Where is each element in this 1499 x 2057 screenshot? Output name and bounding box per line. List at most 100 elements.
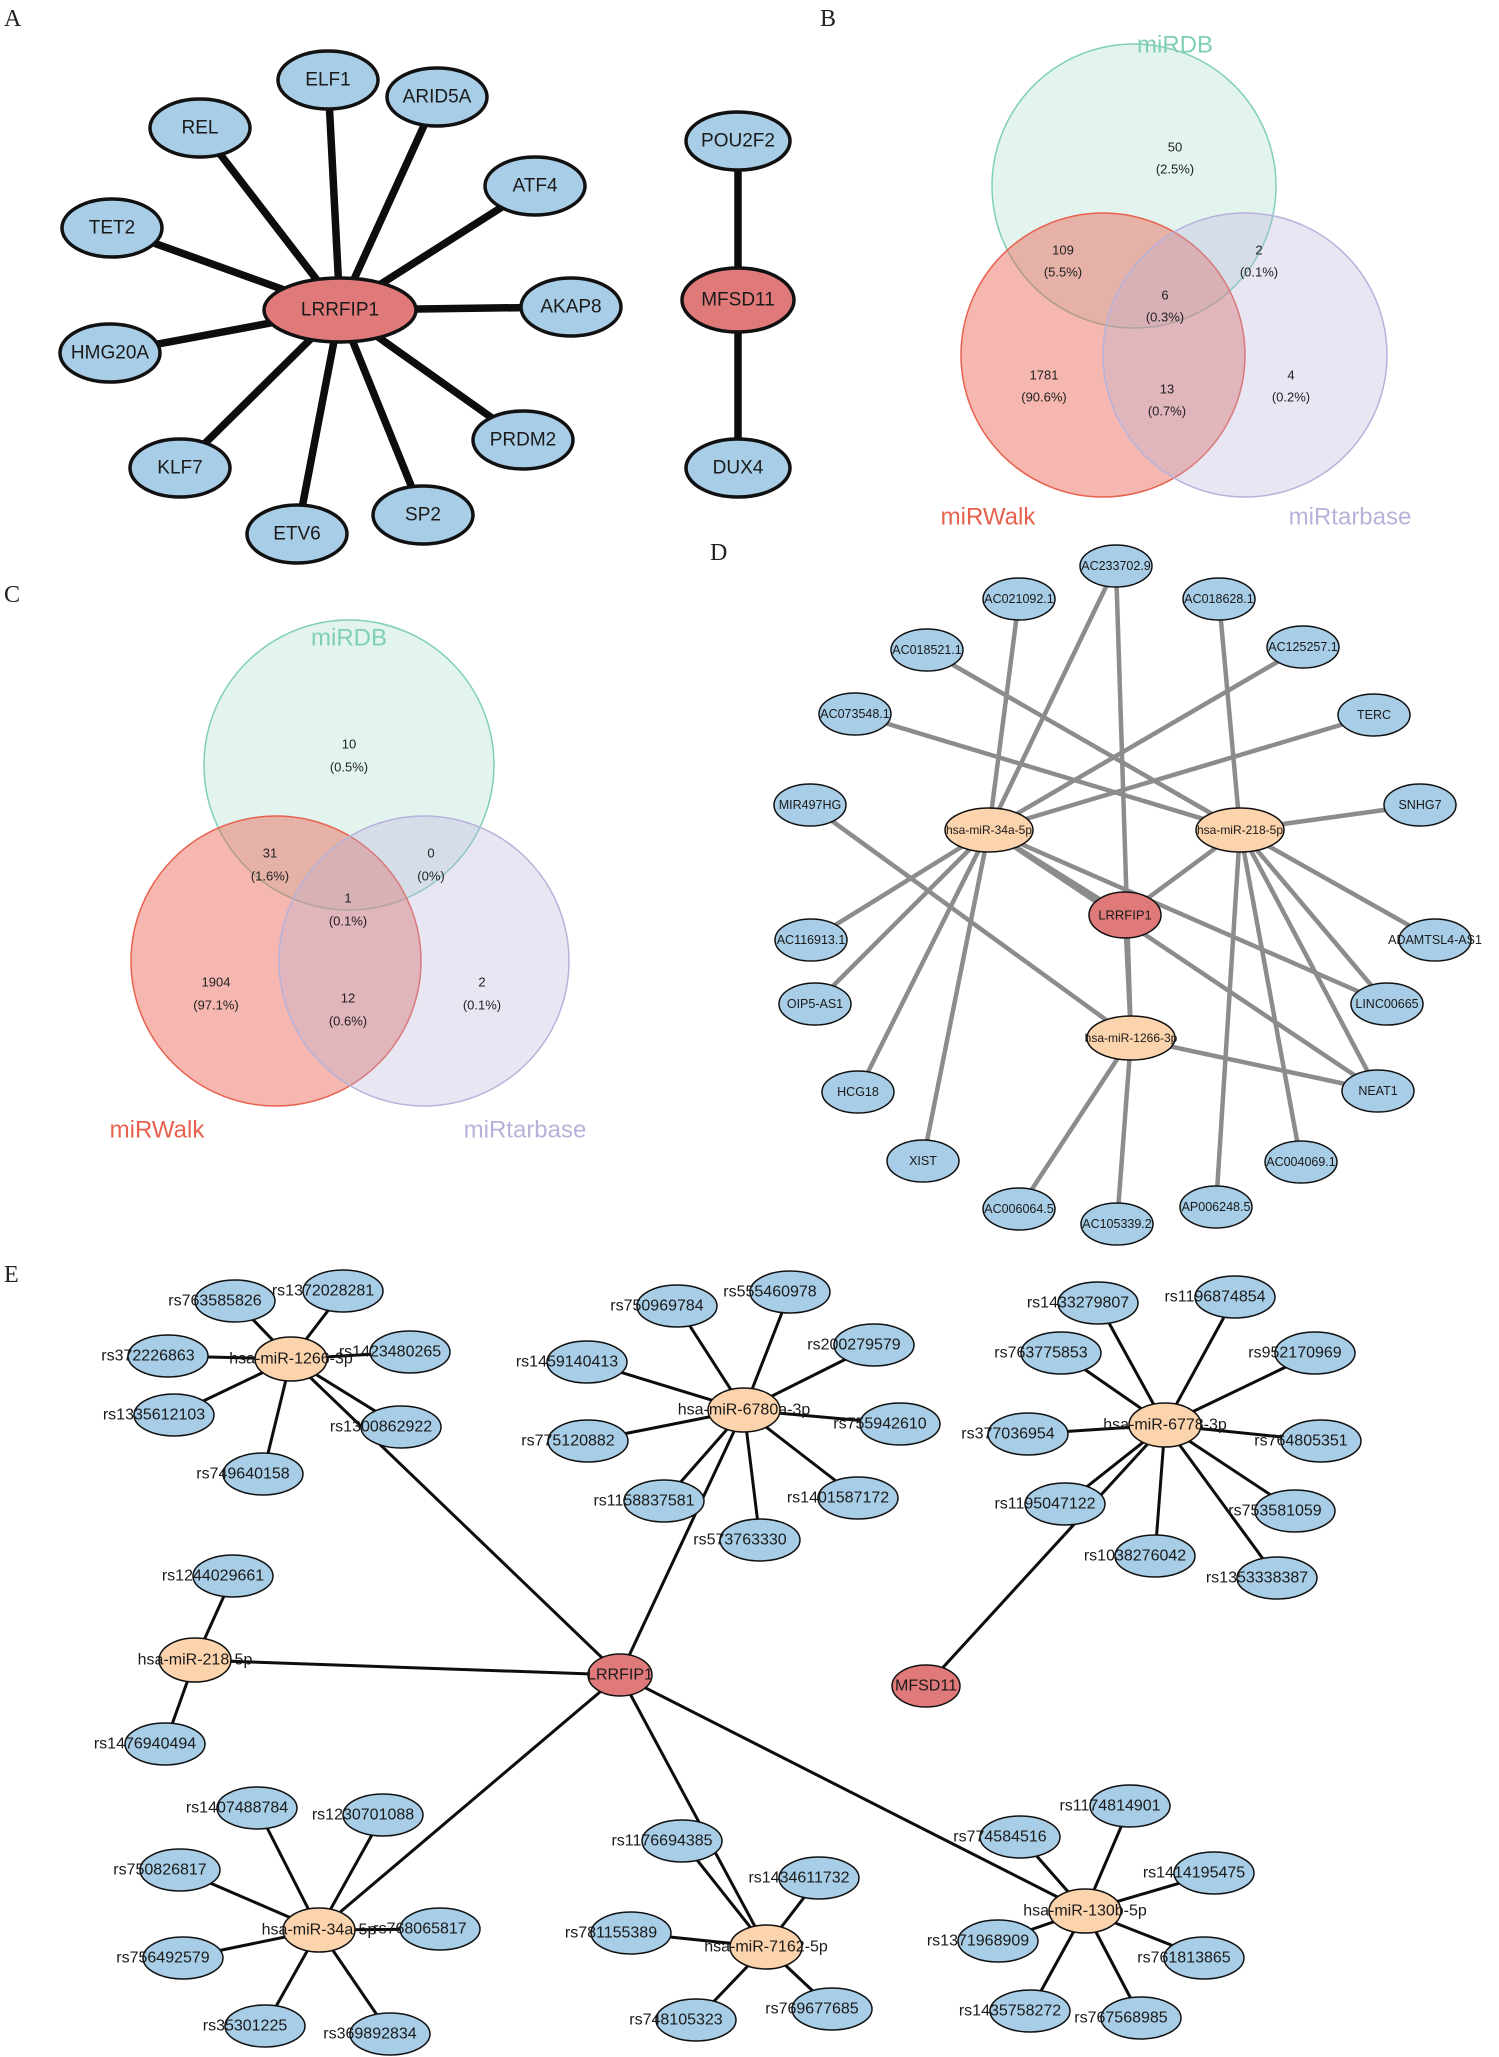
node-ellipse	[245, 503, 349, 565]
node-label: rs369892834	[323, 2026, 417, 2043]
node-ellipse	[128, 437, 232, 499]
node-label: AC125257.1	[1268, 640, 1338, 654]
venn-c-title-mirtarbase: miRtarbase	[464, 1117, 587, 1144]
node-ellipse	[859, 1402, 941, 1446]
node-rs768065817: rs768065817	[373, 1907, 481, 1951]
node-label: MFSD11	[701, 290, 775, 311]
node-sp2: SP2	[371, 484, 475, 546]
node-ellipse	[262, 276, 418, 344]
node-label: rs755942610	[833, 1416, 927, 1433]
node-label: ETV6	[273, 524, 321, 545]
node-ellipse	[989, 1989, 1071, 2033]
network-edge	[293, 306, 344, 538]
node-ellipse	[623, 1479, 705, 1523]
node-ellipse	[684, 110, 792, 172]
node-label: rs555460978	[723, 1284, 817, 1301]
node-label: PRDM2	[490, 430, 557, 451]
node-mir497hg: MIR497HG	[773, 783, 847, 827]
node-ellipse	[148, 97, 252, 159]
node-label: rs1401587172	[787, 1490, 889, 1507]
node-label: rs767568985	[1074, 2010, 1168, 2027]
node-ellipse	[1100, 1996, 1182, 2040]
network-edge	[618, 1408, 746, 1677]
node-label: MFSD11	[895, 1678, 957, 1695]
node-snhg7: SNHG7	[1383, 783, 1457, 827]
node-rs1401587172: rs1401587172	[787, 1476, 899, 1520]
network-edge	[1213, 827, 1243, 1210]
node-ac006064-5: AC006064.5	[982, 1187, 1056, 1231]
node-ac105339-2: AC105339.2	[1080, 1202, 1154, 1246]
venn-diagram-c: miRDB miRWalk miRtarbase 10 (0.5%) 31 (1…	[110, 619, 587, 1144]
node-rs749640158: rs749640158	[196, 1452, 304, 1496]
venn-b-count: 50	[1168, 140, 1182, 155]
node-label: rs1476940494	[94, 1736, 196, 1753]
node-rs1372028281: rs1372028281	[272, 1269, 384, 1313]
node-label: rs749640158	[196, 1466, 290, 1483]
node-label: hsa-miR-34a-5p	[946, 823, 1032, 837]
node-label: rs377036954	[961, 1426, 1055, 1443]
node-label: TERC	[1357, 708, 1391, 722]
node-rs1195047122: rs1195047122	[994, 1482, 1106, 1526]
node-ellipse	[890, 628, 964, 672]
node-ellipse	[1195, 807, 1285, 853]
node-ellipse	[385, 66, 489, 128]
node-rs761813865: rs761813865	[1137, 1936, 1245, 1980]
node-label: hsa-miR-6780a-3p	[678, 1402, 811, 1419]
node-linc00665: LINC00665	[1350, 982, 1424, 1026]
node-ellipse	[1086, 1015, 1176, 1061]
node-rs372226863: rs372226863	[101, 1334, 209, 1378]
node-label: rs756492579	[116, 1950, 210, 1967]
node-akap8: AKAP8	[519, 276, 623, 338]
venn-b-count: 13	[1160, 382, 1174, 397]
venn-c-pct: (1.6%)	[251, 869, 289, 884]
node-rs1335612103: rs1335612103	[103, 1393, 215, 1437]
network-edge	[986, 827, 1390, 1007]
venn-c-count: 0	[427, 846, 434, 861]
node-ellipse	[590, 1911, 672, 1955]
node-label: AC018628.1	[1184, 592, 1254, 606]
node-label: rs1423480265	[339, 1344, 441, 1361]
network-edge	[1237, 827, 1381, 1094]
node-rs748105323: rs748105323	[629, 1998, 737, 2042]
node-ellipse	[1274, 1331, 1356, 1375]
network-edge	[1113, 563, 1134, 1041]
node-ellipse	[957, 1919, 1039, 1963]
node-dux4: DUX4	[684, 437, 792, 499]
venn-c-region-labels: 10 (0.5%) 31 (1.6%) 0 (0%) 1 (0.1%) 1904…	[193, 737, 501, 1029]
network-edge	[324, 76, 344, 314]
node-label: rs372226863	[101, 1348, 195, 1365]
node-ellipse	[1179, 1185, 1253, 1229]
node-ellipse	[547, 1419, 629, 1463]
node-rs35301225: rs35301225	[203, 2004, 306, 2048]
venn-b-pct: (2.5%)	[1156, 162, 1194, 177]
network-edge	[924, 1423, 1167, 1688]
node-label: rs573763330	[693, 1532, 787, 1549]
node-ellipse	[158, 1637, 232, 1683]
venn-c-pct: (0.1%)	[329, 914, 367, 929]
node-ellipse	[519, 276, 623, 338]
node-ellipse	[680, 266, 796, 334]
node-label: rs1353338387	[1206, 1570, 1308, 1587]
node-ellipse	[1182, 577, 1256, 621]
network-edge	[986, 827, 1381, 1094]
venn-b-pct: (0.3%)	[1146, 310, 1184, 325]
node-label: AC233702.9	[1081, 559, 1151, 573]
node-label: XIST	[909, 1154, 937, 1168]
node-ellipse	[1020, 1331, 1102, 1375]
venn-b-pct: (90.6%)	[1021, 390, 1067, 405]
node-label: hsa-miR-130b-5p	[1023, 1903, 1147, 1920]
network-nodes: LRRFIP1ELF1ARID5ARELATF4TET2AKAP8HMG20AP…	[58, 49, 1482, 2056]
node-label: MIR497HG	[779, 798, 842, 812]
node-ellipse	[1024, 1482, 1106, 1526]
node-ellipse	[216, 1786, 298, 1830]
node-label: rs1372028281	[272, 1283, 374, 1300]
node-label: POU2F2	[701, 131, 775, 152]
node-label: AC116913.1	[777, 933, 846, 947]
node-rs1196874854: rs1196874854	[1164, 1275, 1276, 1319]
node-ellipse	[224, 2004, 306, 2048]
node-label: AC006064.5	[984, 1202, 1054, 1216]
node-ellipse	[982, 577, 1056, 621]
node-ellipse	[891, 1664, 961, 1708]
node-label: hsa-miR-218-5p	[138, 1652, 253, 1669]
node-rs767568985: rs767568985	[1074, 1996, 1182, 2040]
